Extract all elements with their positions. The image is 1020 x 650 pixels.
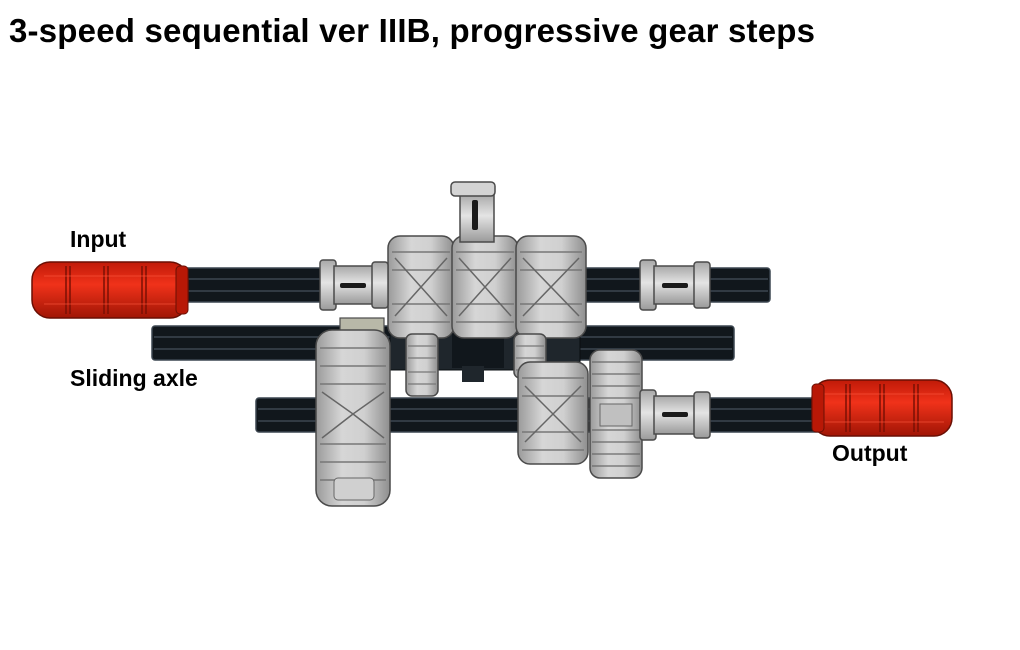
output-gear-middle (517, 361, 589, 465)
output-bushing (639, 389, 711, 441)
input-right-bushing (639, 259, 711, 311)
output-gear-toothed (589, 349, 643, 479)
input-gear-3 (515, 235, 587, 339)
small-gear-left (405, 333, 439, 397)
output-joiner (811, 379, 953, 437)
page-title: 3-speed sequential ver IIIB, progressive… (9, 12, 816, 49)
top-bushing (450, 181, 496, 243)
output-gear-large (315, 317, 391, 507)
output-label: Output (832, 440, 908, 466)
input-joiner (31, 261, 189, 319)
input-left-bushing (319, 259, 389, 311)
input-gear-1 (387, 235, 455, 339)
input-label: Input (70, 226, 127, 252)
sliding-axle-label: Sliding axle (70, 365, 198, 391)
input-gear-2 (451, 235, 519, 339)
